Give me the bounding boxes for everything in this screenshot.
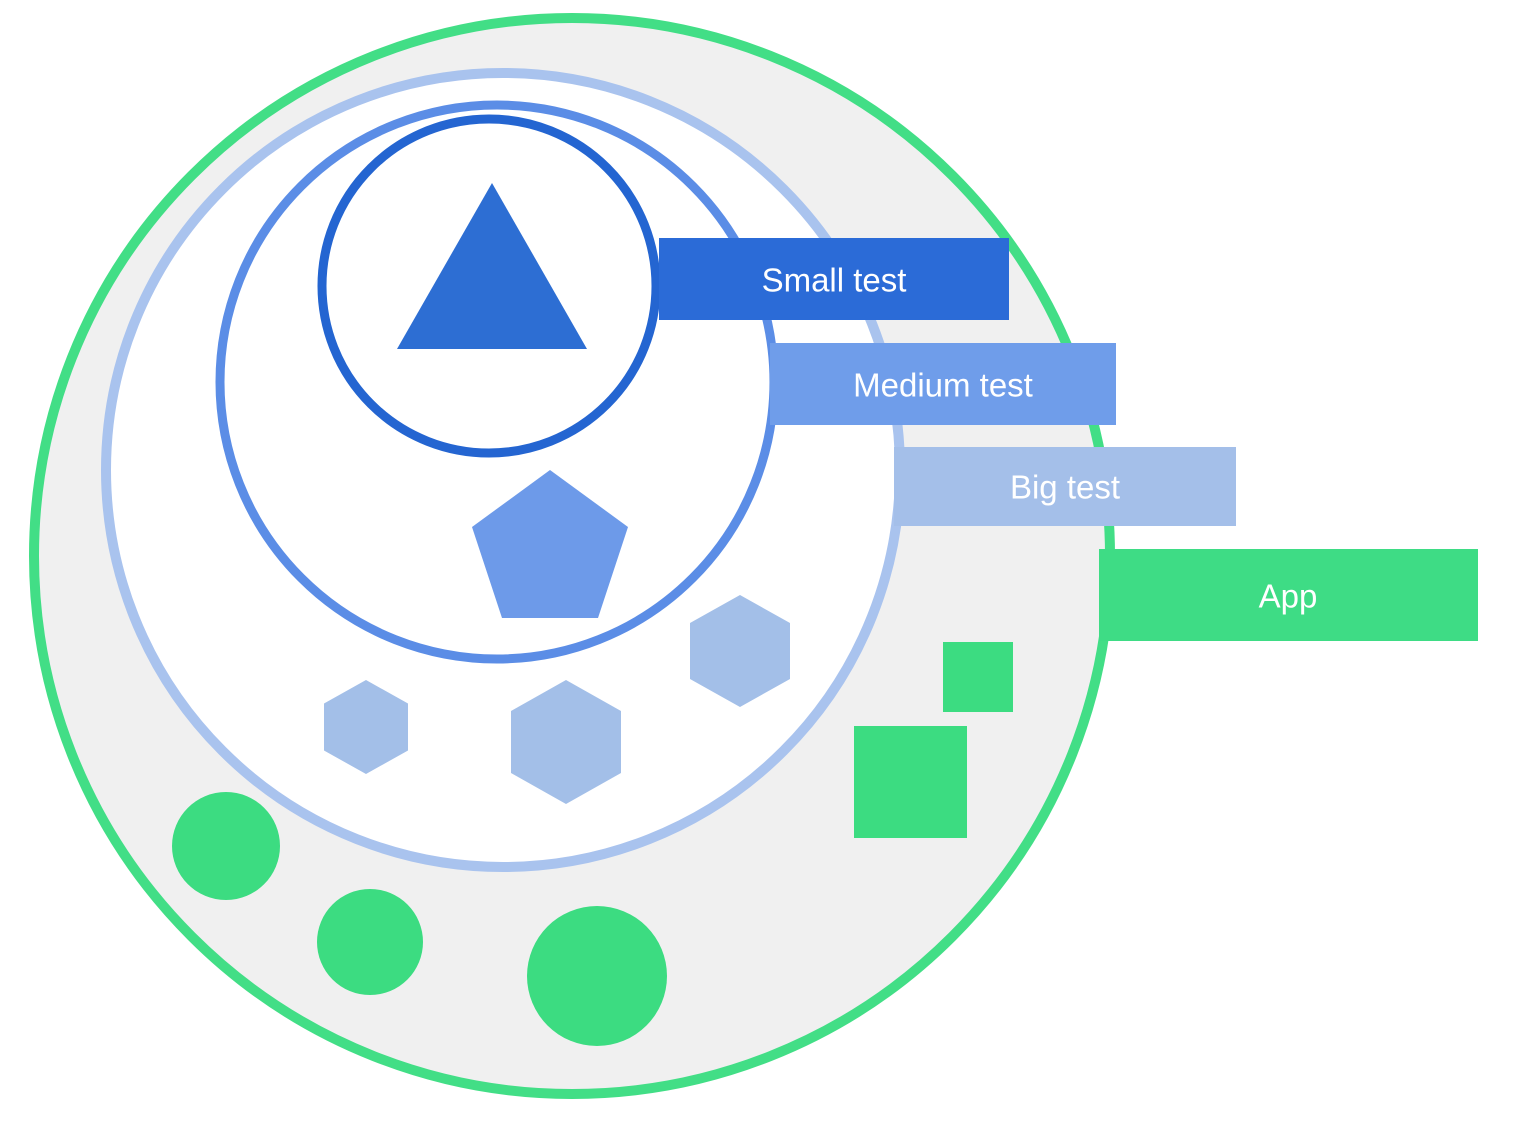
hexagon-icon [511, 680, 621, 804]
medium-test-label-text: Medium test [853, 367, 1033, 404]
small-test-label-text: Small test [762, 262, 907, 299]
medium-test-label: Medium test [770, 343, 1116, 425]
pentagon-icon [472, 470, 628, 618]
app-label-bar [1099, 549, 1478, 641]
green-square-icon [854, 726, 967, 838]
app-label: App [1099, 549, 1478, 641]
green-dot-icon [317, 889, 423, 995]
big-test-label-text: Big test [1010, 469, 1120, 506]
green-square-icon [943, 642, 1013, 712]
green-dot-icon [527, 906, 667, 1046]
big-test-label: Big test [894, 447, 1236, 526]
big-test-label-bar [894, 447, 1236, 526]
triangle-icon [397, 183, 587, 349]
app-label-text: App [1259, 578, 1318, 615]
medium-test-label-bar [770, 343, 1116, 425]
hexagon-icon [324, 680, 408, 774]
small-test-label: Small test [659, 238, 1009, 320]
hexagon-icon [690, 595, 790, 707]
small-test-label-bar [659, 238, 1009, 320]
green-dot-icon [172, 792, 280, 900]
